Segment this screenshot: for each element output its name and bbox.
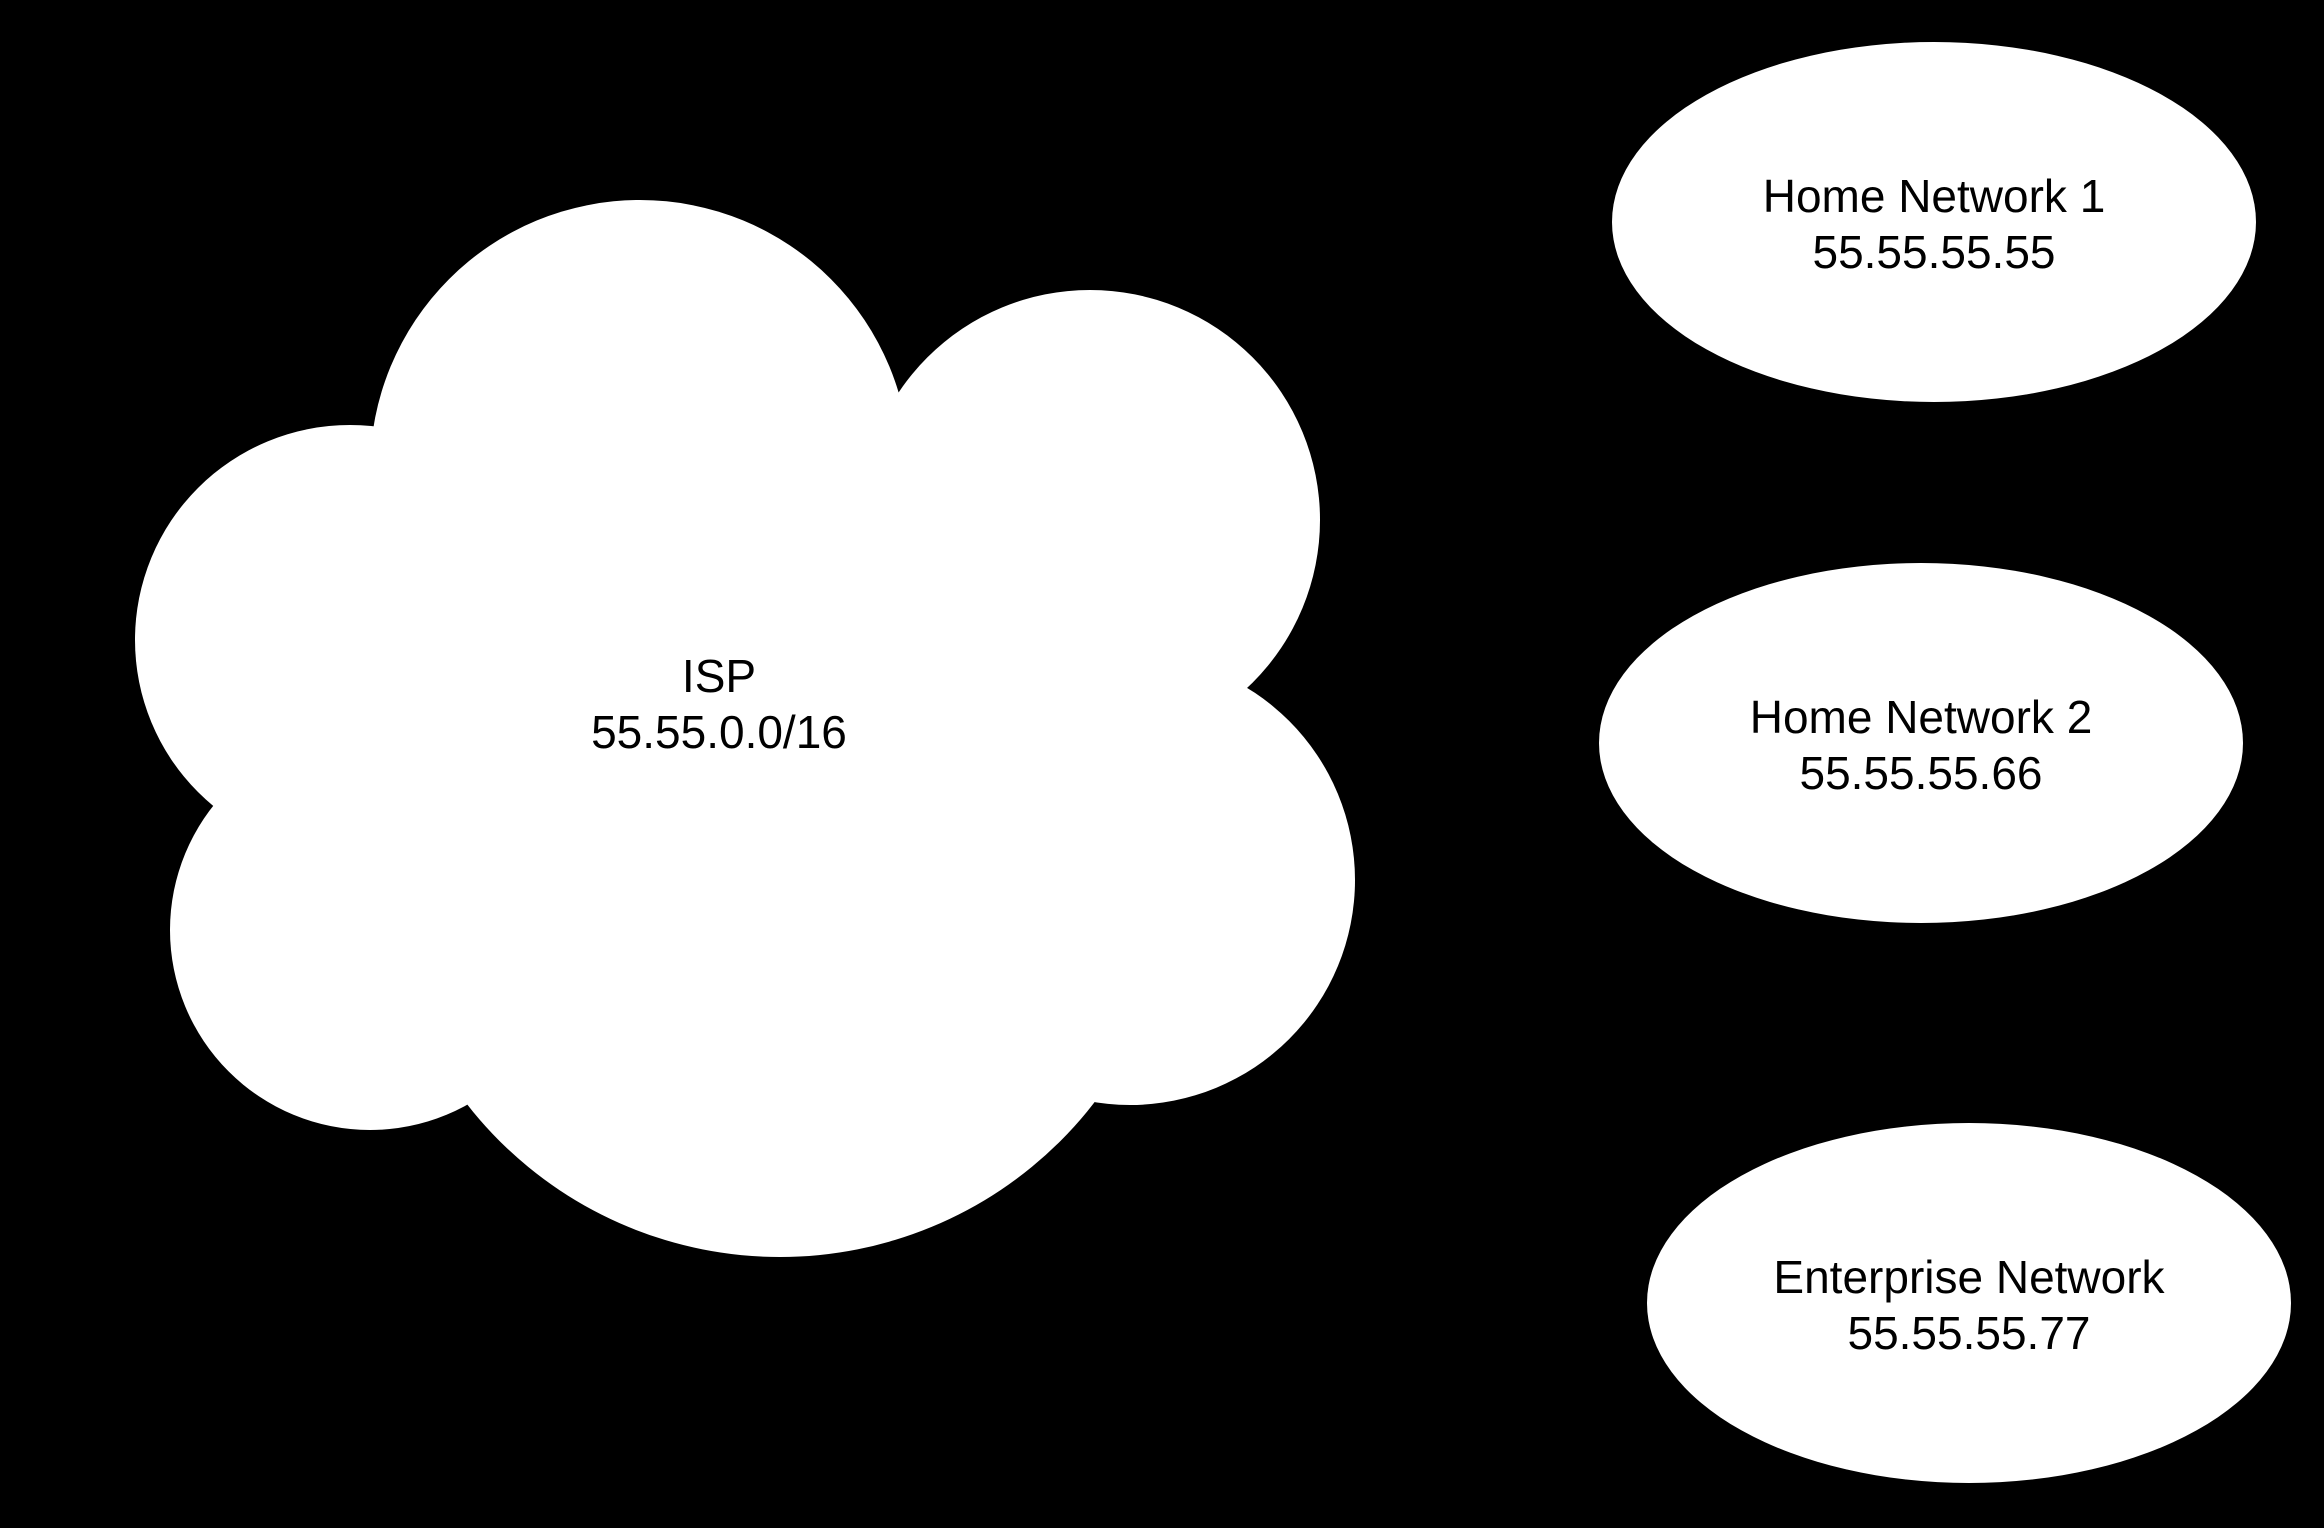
- isp-cloud-label: ISP: [682, 650, 756, 702]
- enterprise-network-ellipse: [1647, 1123, 2291, 1483]
- network-node-home-2: Home Network 2 55.55.55.66: [1599, 563, 2243, 923]
- home-network-2-name: Home Network 2: [1750, 691, 2093, 743]
- home-network-1-ellipse: [1612, 42, 2256, 402]
- home-network-2-address: 55.55.55.66: [1799, 747, 2042, 799]
- home-network-1-address: 55.55.55.55: [1812, 226, 2055, 278]
- cloud-lobe-bottom: [383, 463, 1177, 1257]
- isp-cloud: ISP 55.55.0.0/16: [135, 200, 1355, 1257]
- isp-cloud-subnet: 55.55.0.0/16: [591, 706, 847, 758]
- enterprise-network-address: 55.55.55.77: [1847, 1307, 2090, 1359]
- cloud-lobe-bottom-left: [170, 730, 570, 1130]
- home-network-2-ellipse: [1599, 563, 2243, 923]
- home-network-1-name: Home Network 1: [1763, 170, 2106, 222]
- network-node-home-1: Home Network 1 55.55.55.55: [1612, 42, 2256, 402]
- enterprise-network-name: Enterprise Network: [1773, 1251, 2165, 1303]
- network-node-enterprise: Enterprise Network 55.55.55.77: [1647, 1123, 2291, 1483]
